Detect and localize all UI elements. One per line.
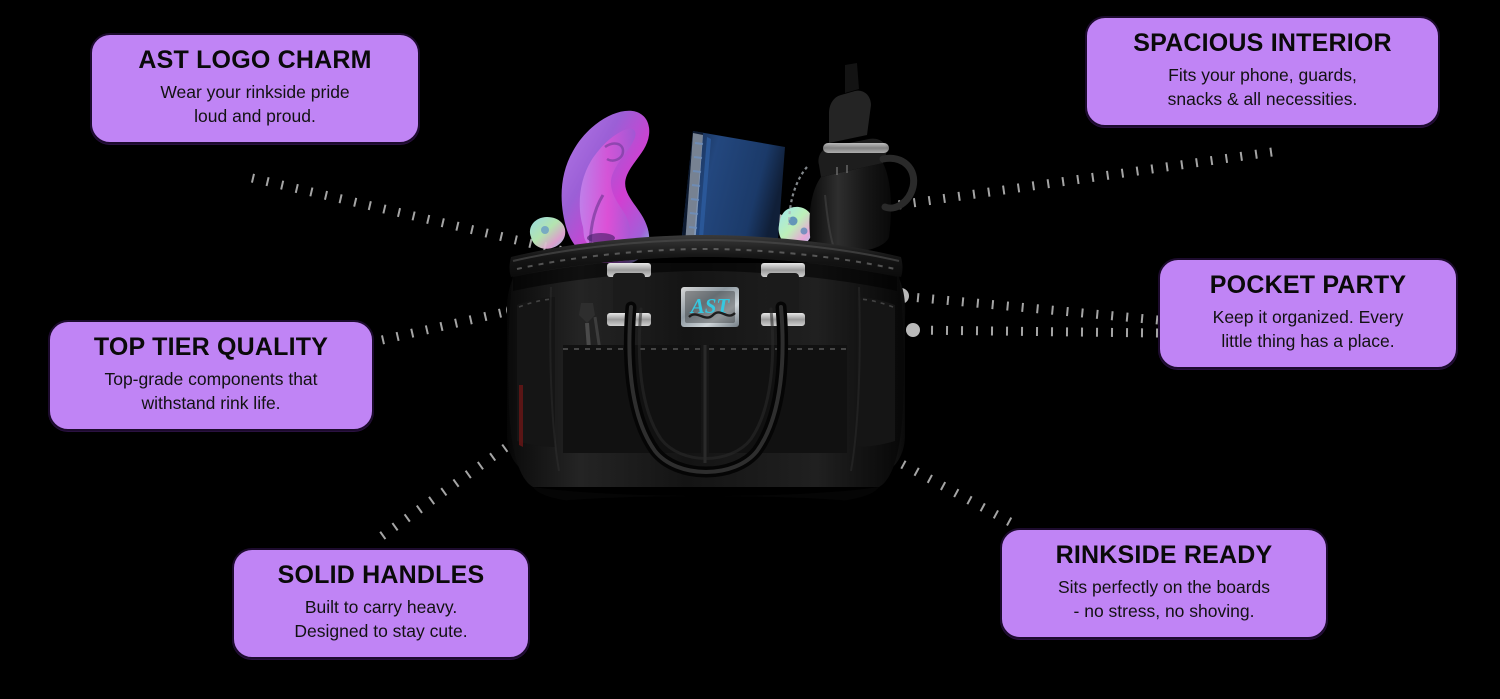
callout-body-line-1: Keep it organized. Every (1212, 307, 1404, 327)
callout-body-line-1: Top-grade components that (104, 369, 318, 389)
callout-body-line-2: little thing has a place. (1221, 331, 1395, 352)
callout-pocket-party[interactable]: POCKET PARTY Keep it organized. Every li… (1158, 258, 1458, 370)
callout-body-line-1: Fits your phone, guards, (1168, 65, 1357, 85)
callout-title: SPACIOUS INTERIOR (1133, 29, 1392, 57)
callout-rinkside-ready[interactable]: RINKSIDE READY Sits perfectly on the boa… (1000, 528, 1328, 640)
callout-ast-logo-charm[interactable]: AST LOGO CHARM Wear your rinkside pride … (90, 33, 420, 145)
callout-title: AST LOGO CHARM (138, 46, 372, 74)
callout-body-line-1: Sits perfectly on the boards (1057, 577, 1271, 597)
callout-solid-handles[interactable]: SOLID HANDLES Built to carry heavy. Desi… (232, 548, 530, 660)
callout-body-line-2: loud and proud. (194, 106, 316, 127)
callout-body-line-1: Wear your rinkside pride (160, 82, 350, 102)
callout-body-line-2: Designed to stay cute. (294, 621, 468, 642)
callout-title: SOLID HANDLES (277, 561, 485, 589)
callout-title: TOP TIER QUALITY (93, 333, 329, 361)
product-image-skate-bag: AST (455, 55, 955, 525)
callout-body-line-2: snacks & all necessities. (1167, 89, 1358, 110)
bag-accent-sliver (519, 385, 523, 447)
callout-title: RINKSIDE READY (1055, 541, 1273, 569)
callout-title: POCKET PARTY (1209, 271, 1407, 299)
ast-logo-patch: AST (681, 287, 739, 327)
callout-body-line-2: withstand rink life. (141, 393, 281, 414)
bag-pocket-right-slip (857, 297, 895, 447)
callout-body-line-1: Built to carry heavy. (304, 597, 458, 617)
water-bottle-item (809, 63, 918, 253)
callout-body-line-2: - no stress, no shoving. (1073, 601, 1255, 622)
callout-top-tier-quality[interactable]: TOP TIER QUALITY Top-grade components th… (48, 320, 374, 432)
callout-spacious-interior[interactable]: SPACIOUS INTERIOR Fits your phone, guard… (1085, 16, 1440, 128)
holographic-sticker-left (529, 217, 566, 249)
notebook-item (681, 131, 785, 253)
